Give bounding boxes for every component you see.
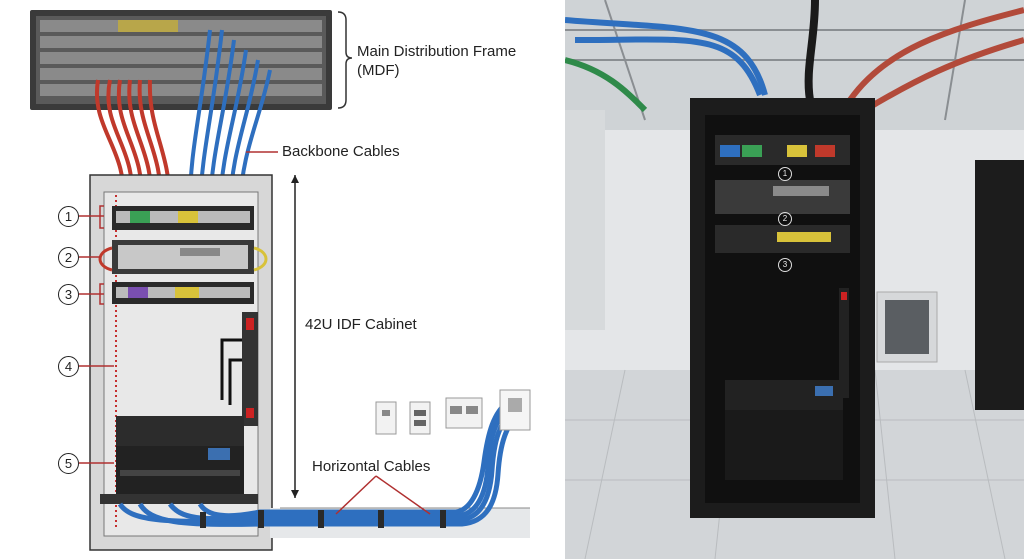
idf-diagram: Main Distribution Frame (MDF) Backbone C…: [0, 0, 565, 559]
server-room-photo: 1 2 3: [565, 0, 1024, 559]
ups-icon: [116, 416, 244, 494]
patch-panel-icon-2: [112, 282, 254, 304]
cable-tray: [100, 494, 258, 504]
callout-5: 5: [58, 453, 79, 474]
photo-rack: [690, 98, 875, 518]
photo-callout-2: 2: [778, 212, 792, 226]
photo-graphics: [565, 0, 1024, 559]
backbone-label: Backbone Cables: [282, 143, 400, 161]
mdf-label-line2: (MDF): [357, 62, 399, 80]
cabinet-label: 42U IDF Cabinet: [305, 316, 417, 334]
data-jack-icon: [446, 390, 530, 430]
callout-1: 1: [58, 206, 79, 227]
diagram-graphics: [0, 0, 565, 559]
mdf-panel-icon: [30, 10, 332, 110]
mdf-label-line1: Main Distribution Frame: [357, 43, 516, 61]
horizontal-label: Horizontal Cables: [312, 458, 430, 476]
wall-outlet-icon: [376, 402, 430, 434]
photo-callout-1: 1: [778, 167, 792, 181]
patch-panel-icon: [112, 206, 254, 230]
photo-callout-3: 3: [778, 258, 792, 272]
network-switch-icon: [100, 240, 266, 274]
callout-4: 4: [58, 356, 79, 377]
callout-2: 2: [58, 247, 79, 268]
callout-3: 3: [58, 284, 79, 305]
